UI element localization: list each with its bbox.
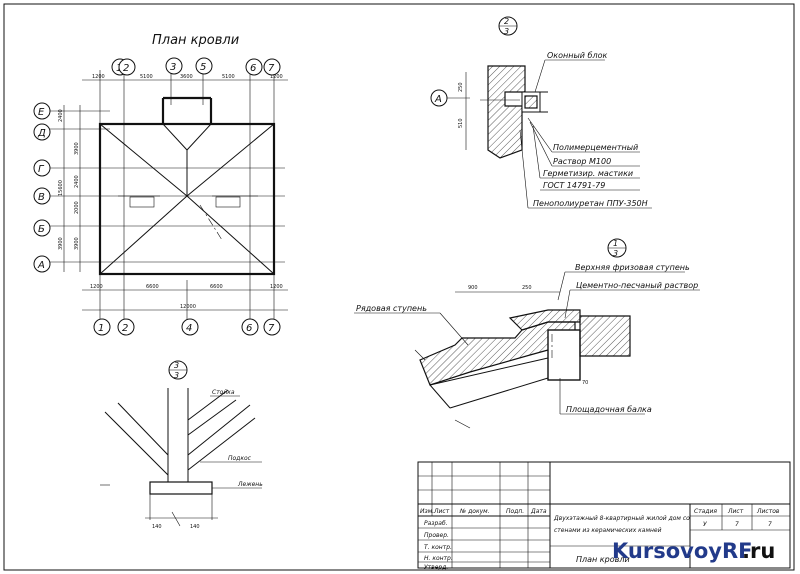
svg-text:3900: 3900: [74, 237, 80, 250]
svg-text:Стойка: Стойка: [212, 389, 235, 396]
svg-text:1: 1: [98, 323, 104, 334]
svg-text:Полимерцементный: Полимерцементный: [553, 143, 638, 152]
svg-text:Лист: Лист: [433, 508, 450, 515]
svg-text:70: 70: [582, 380, 588, 386]
svg-text:Оконный блок: Оконный блок: [547, 51, 607, 60]
svg-text:2: 2: [122, 323, 128, 334]
svg-text:3: 3: [174, 361, 179, 370]
svg-text:3: 3: [504, 27, 509, 36]
svg-text:У: У: [703, 521, 707, 528]
roof-plan-title: План кровли: [152, 33, 239, 48]
svg-text:6: 6: [246, 323, 252, 334]
svg-text:1200: 1200: [270, 284, 283, 290]
svg-text:Провер.: Провер.: [424, 532, 449, 539]
svg-text:15600: 15600: [58, 180, 64, 196]
svg-text:7: 7: [735, 521, 739, 528]
svg-text:2: 2: [123, 63, 129, 74]
svg-text:Герметизир. мастики: Герметизир. мастики: [543, 169, 633, 178]
svg-text:Дата: Дата: [530, 508, 547, 515]
node-1-3: 1 3 900 250 70 Верхняя фризовая ступень …: [354, 238, 700, 429]
svg-text:стенами из керамических камней: стенами из керамических камней: [554, 527, 662, 534]
svg-text:3600: 3600: [180, 74, 193, 80]
svg-text:2400: 2400: [58, 109, 64, 122]
svg-text:Н. контр.: Н. контр.: [424, 555, 453, 562]
svg-text:А: А: [434, 94, 442, 105]
node-2-3: 2 3 А 250 510 Оконный блок Полимерцемент…: [430, 16, 652, 209]
svg-text:Подп.: Подп.: [506, 508, 524, 515]
svg-text:3: 3: [613, 249, 618, 258]
svg-text:План кровли: План кровли: [576, 555, 630, 564]
svg-text:7: 7: [768, 521, 772, 528]
svg-text:Д: Д: [37, 128, 46, 139]
svg-text:6600: 6600: [210, 284, 223, 290]
axis-markers-top: 1 2 3 5 6 7: [111, 57, 281, 76]
svg-text:6600: 6600: [146, 284, 159, 290]
svg-text:3: 3: [174, 371, 179, 380]
svg-text:7: 7: [268, 63, 275, 74]
svg-text:Б: Б: [38, 224, 45, 235]
svg-text:Е: Е: [38, 107, 45, 118]
svg-text:ГОСТ 14791-79: ГОСТ 14791-79: [543, 181, 605, 190]
svg-text:KursovoyRF: KursovoyRF: [612, 539, 752, 563]
svg-text:7: 7: [268, 323, 275, 334]
axis-markers-bottom: 1 2 4 6 7: [93, 318, 281, 336]
watermark-logo: KursovoyRF: [612, 539, 752, 563]
svg-text:1200: 1200: [90, 284, 103, 290]
svg-text:Двухэтажный 8-квартирный жилой: Двухэтажный 8-квартирный жилой дом со: [553, 515, 690, 522]
svg-text:А: А: [37, 260, 45, 271]
svg-text:3900: 3900: [58, 237, 64, 250]
svg-text:5: 5: [200, 62, 206, 73]
svg-text:3900: 3900: [74, 142, 80, 155]
svg-text:Изм.: Изм.: [420, 508, 434, 515]
svg-text:В: В: [38, 192, 45, 203]
svg-text:Лист: Лист: [727, 508, 744, 515]
svg-text:2: 2: [504, 17, 509, 26]
svg-text:5100: 5100: [222, 74, 235, 80]
svg-text:140: 140: [152, 524, 162, 530]
title-block: Изм. Лист № докум. Подп. Дата Разраб. Пр…: [417, 461, 791, 571]
svg-text:Цементно-песчаный раствор: Цементно-песчаный раствор: [576, 281, 698, 290]
svg-text:Подкос: Подкос: [228, 455, 252, 462]
svg-text:140: 140: [190, 524, 200, 530]
svg-text:1: 1: [613, 239, 618, 248]
svg-text:Раствор М100: Раствор М100: [553, 157, 611, 166]
svg-text:Лежень: Лежень: [237, 481, 263, 488]
svg-text:250: 250: [458, 82, 464, 92]
svg-text:3: 3: [170, 62, 176, 73]
watermark-suffix: .ru: [742, 539, 775, 563]
svg-text:Г: Г: [38, 164, 45, 175]
svg-text:1200: 1200: [92, 74, 105, 80]
svg-text:6: 6: [250, 63, 256, 74]
svg-text:Рядовая ступень: Рядовая ступень: [356, 304, 427, 313]
svg-text:Стадия: Стадия: [694, 508, 717, 515]
svg-text:510: 510: [458, 118, 464, 128]
svg-text:900: 900: [468, 285, 478, 291]
axis-markers-left: Е Д Г В Б А: [33, 102, 51, 273]
svg-text:Утверд.: Утверд.: [424, 564, 448, 571]
svg-text:Т. контр.: Т. контр.: [424, 544, 452, 551]
svg-text:Пенополиуретан ППУ-350Н: Пенополиуретан ППУ-350Н: [533, 199, 648, 208]
svg-text:4: 4: [186, 323, 192, 334]
svg-text:1200: 1200: [270, 74, 283, 80]
svg-text:2400: 2400: [74, 175, 80, 188]
roof-outline: [98, 122, 276, 276]
svg-text:2000: 2000: [74, 201, 80, 214]
svg-text:№ докум.: № докум.: [459, 508, 490, 515]
sheet-frame: [3, 3, 795, 571]
svg-text:5100: 5100: [140, 74, 153, 80]
svg-text:Верхняя фризовая ступень: Верхняя фризовая ступень: [575, 263, 690, 272]
svg-text:250: 250: [522, 285, 532, 291]
svg-text:Разраб.: Разраб.: [424, 520, 448, 527]
svg-text:12000: 12000: [180, 304, 196, 310]
roof-plan: План кровли 1200 5100 3600 5100 1200 120…: [33, 33, 288, 336]
svg-text:Листов: Листов: [756, 508, 780, 515]
svg-text:Площадочная балка: Площадочная балка: [566, 405, 652, 414]
node-3-3: 3 3 140 140 Стойка Подкос Лежень: [100, 360, 263, 530]
